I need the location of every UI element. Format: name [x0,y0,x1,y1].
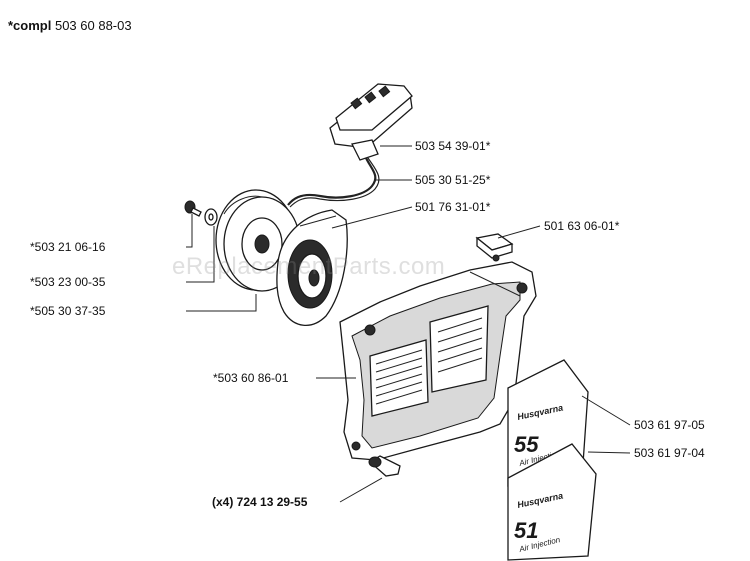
bolt [368,455,401,477]
part-label-cover[interactable]: *503 60 86-01 [213,371,289,385]
part-label-cup[interactable]: 501 76 31-01* [415,200,491,214]
recoil-housing [276,209,348,326]
assembly-title-number: 503 60 88-03 [54,18,132,33]
part-label-decal-55[interactable]: 503 61 97-05 [634,418,705,432]
starter-handle [329,83,413,161]
part-label-decal-51[interactable]: 503 61 97-04 [634,446,705,460]
assembly-title: *compl 503 60 88-03 [8,18,132,33]
decal-55-model: 55 [514,432,539,457]
leader-lines [186,145,631,503]
starter-cover [339,261,537,461]
cover-vent-slots [375,317,483,405]
starter-cord [287,157,380,208]
part-label-plug[interactable]: 501 63 06-01* [544,219,620,233]
decal-51: Husqvarna 51 Air Injection [507,443,597,561]
washer [204,208,218,226]
part-label-bolt[interactable]: (x4) 724 13 29-55 [212,495,308,509]
assembly-title-prefix: *compl [8,18,52,33]
part-label-cord[interactable]: 505 30 51-25* [415,173,491,187]
watermark: eReplacementParts.com [172,253,446,280]
part-label-small-screw[interactable]: *503 21 06-16 [30,240,106,254]
rubber-plug [475,233,514,262]
small-screw [184,200,202,217]
part-label-pulley[interactable]: *505 30 37-35 [30,304,106,318]
part-label-washer[interactable]: *503 23 00-35 [30,275,106,289]
part-label-handle[interactable]: 503 54 39-01* [415,139,491,153]
decal-51-model: 51 [514,518,538,543]
